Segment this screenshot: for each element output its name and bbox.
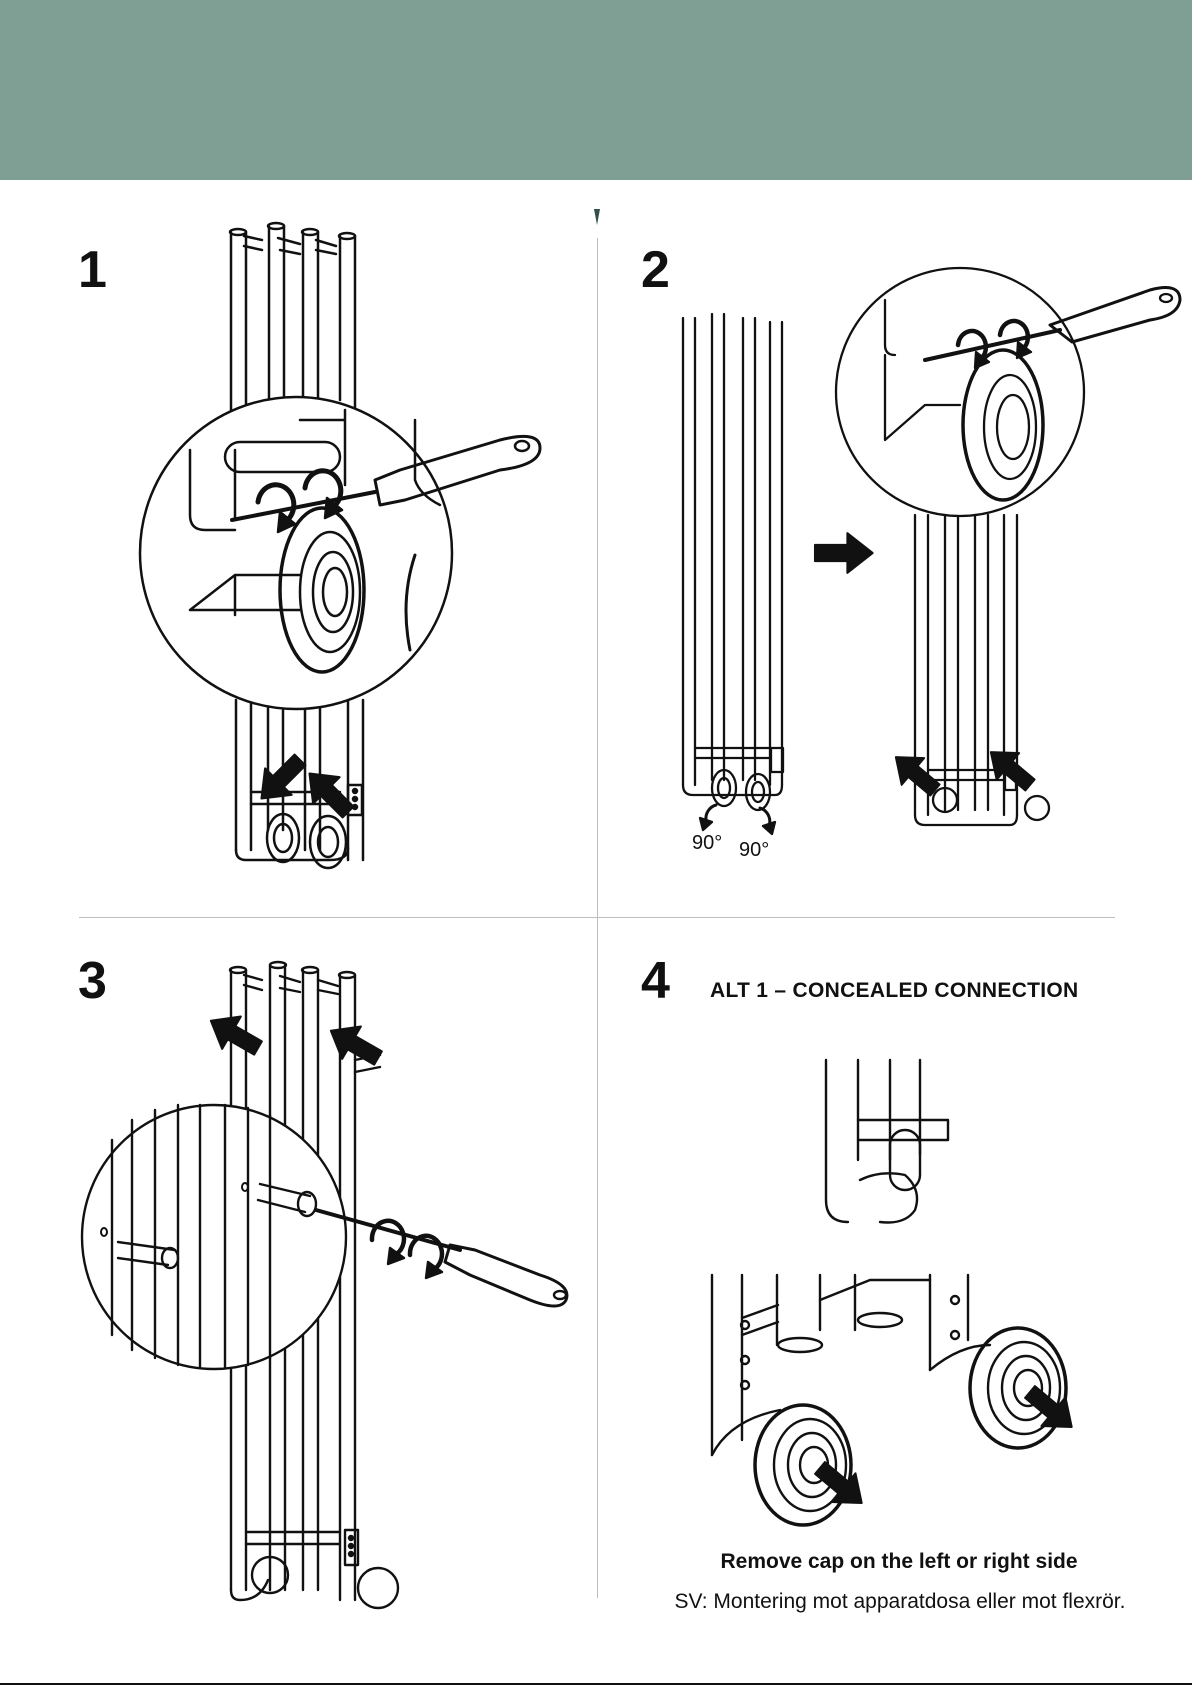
step3-illustration [82, 962, 567, 1608]
step1-illustration [140, 223, 540, 868]
step2-illustration [683, 268, 1180, 834]
step4-illustration [712, 1060, 1084, 1525]
